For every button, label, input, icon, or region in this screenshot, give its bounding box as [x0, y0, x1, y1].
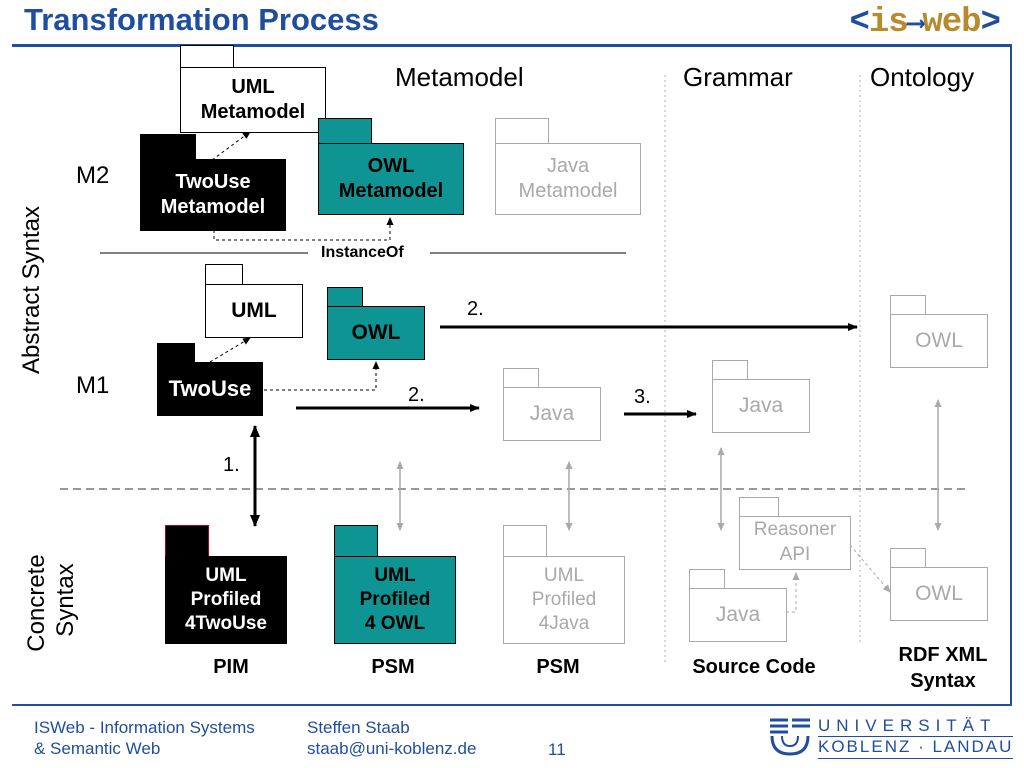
right-border — [1010, 44, 1012, 704]
twouse-package: TwoUse — [157, 362, 263, 416]
reasoner-api-label: Reasoner API — [753, 519, 837, 565]
uml-profiled-owl-label: UML Profiled 4 OWL — [359, 565, 431, 634]
logo-close: > — [980, 4, 1001, 42]
java-grammar-package: Java — [712, 379, 810, 433]
owl-ontology-label: OWL — [915, 328, 963, 352]
footer-org: ISWeb - Information Systems & Semantic W… — [34, 717, 255, 760]
uml-metamodel-label: UML Metamodel — [200, 76, 306, 123]
level-m2: M2 — [76, 162, 110, 189]
java-source-package: Java — [689, 588, 787, 642]
uml-metamodel-tab — [180, 45, 234, 68]
java-m1-package: Java — [503, 387, 601, 441]
java-grammar-label: Java — [738, 393, 784, 417]
university-line2: KOBLENZ · LANDAU — [818, 736, 1014, 759]
share-icon: ⟶ — [907, 9, 924, 39]
twouse-to-uml — [209, 337, 251, 363]
column-ontology: Ontology — [870, 62, 975, 92]
step-3-label: 3. — [634, 386, 651, 408]
uml-profiled-owl-tab — [334, 525, 378, 557]
logo-web: web — [922, 4, 981, 42]
footer-author-email: staab@uni-koblenz.de — [307, 739, 477, 759]
java-metamodel-label: Java Metamodel — [518, 155, 618, 202]
owl-metamodel-package: OWL Metamodel — [318, 143, 464, 215]
rdf-syntax-label: Syntax — [910, 670, 976, 692]
java-grammar-tab — [712, 360, 748, 380]
java-to-reasoner — [786, 572, 800, 613]
concrete-syntax-label-1: Concrete — [23, 554, 50, 652]
reasoner-to-owl — [849, 544, 891, 593]
level-m1: M1 — [76, 372, 110, 399]
uml-profiled-java-package: UML Profiled 4Java — [503, 556, 625, 644]
owl-ontology-tab — [890, 295, 926, 315]
uml-metamodel-package: UML Metamodel — [180, 67, 326, 133]
footer-author-name: Steffen Staab — [307, 718, 410, 737]
logo-is: is — [868, 4, 909, 42]
owl-m1-package: OWL — [327, 306, 425, 360]
isweb-logo: <is⟶web> — [849, 4, 1002, 42]
java-m1-label: Java — [529, 401, 575, 425]
instanceof-label: InstanceOf — [321, 244, 404, 261]
java-m1-tab — [503, 368, 539, 388]
java-source-label: Java — [715, 602, 761, 626]
column-grammar: Grammar — [683, 62, 793, 92]
footer-org-line1: ISWeb - Information Systems — [34, 718, 255, 737]
java-source-tab — [689, 569, 725, 589]
step-1-label: 1. — [223, 454, 240, 476]
university-name: UNIVERSITÄT KOBLENZ · LANDAU — [818, 716, 1014, 759]
twouse-label: TwoUse — [168, 376, 252, 402]
twouse-metamodel-label: TwoUse Metamodel — [160, 171, 266, 218]
twouse-metamodel-tab — [140, 134, 196, 160]
step-2-java-label: 2. — [408, 384, 425, 406]
logo-open: < — [849, 4, 870, 42]
uml-profiled-java-tab — [503, 525, 547, 557]
owl-m1-tab — [327, 287, 363, 307]
owl-m1-label: OWL — [351, 320, 401, 344]
rdf-xml-label: RDF XML — [898, 644, 988, 666]
twouse-tab — [157, 343, 195, 363]
uml-tab — [205, 264, 243, 285]
source-code-label: Source Code — [692, 656, 816, 678]
reasoner-api-tab — [739, 497, 779, 517]
uml-package: UML — [205, 284, 303, 338]
java-metamodel-package: Java Metamodel — [495, 143, 641, 215]
column-metamodel: Metamodel — [395, 62, 524, 92]
twouse-to-owl — [264, 361, 380, 391]
footer-author: Steffen Staab staab@uni-koblenz.de — [307, 717, 476, 760]
twouse-mm-to-owl-mm — [213, 217, 394, 241]
twouse-mm-to-uml-mm — [211, 131, 251, 161]
owl-ontology-package: OWL — [890, 314, 988, 368]
owl-rdf-package: OWL — [890, 567, 988, 621]
university-line1: UNIVERSITÄT — [818, 716, 997, 735]
university-emblem-icon — [770, 718, 810, 756]
uml-profiled-owl-package: UML Profiled 4 OWL — [334, 556, 456, 644]
owl-rdf-tab — [890, 548, 926, 568]
footer-org-line2: & Semantic Web — [34, 739, 161, 759]
owl-metamodel-label: OWL Metamodel — [338, 155, 444, 202]
uml-profiled-java-label: UML Profiled 4Java — [531, 565, 597, 634]
footer-page-number: 11 — [548, 740, 566, 759]
pim-label: PIM — [213, 656, 249, 678]
psm-java-label: PSM — [536, 656, 580, 678]
psm-owl-label: PSM — [371, 656, 415, 678]
footer-divider — [12, 704, 1012, 706]
uml-profiled-twouse-tab — [165, 525, 209, 557]
step-2-ontology-label: 2. — [467, 298, 484, 320]
reasoner-api-package: Reasoner API — [739, 516, 851, 570]
uml-profiled-twouse-label: UML Profiled 4TwoUse — [184, 565, 267, 634]
header-divider — [12, 44, 1012, 47]
owl-rdf-label: OWL — [915, 581, 963, 605]
uml-profiled-twouse-package: UML Profiled 4TwoUse — [165, 556, 287, 644]
abstract-syntax-label: Abstract Syntax — [18, 205, 45, 375]
uml-label: UML — [231, 298, 277, 322]
java-metamodel-tab — [495, 118, 549, 144]
twouse-metamodel-package: TwoUse Metamodel — [140, 159, 286, 231]
concrete-syntax-label-2: Syntax — [52, 563, 79, 637]
page-title: Transformation Process — [24, 2, 379, 37]
owl-metamodel-tab — [318, 118, 372, 144]
